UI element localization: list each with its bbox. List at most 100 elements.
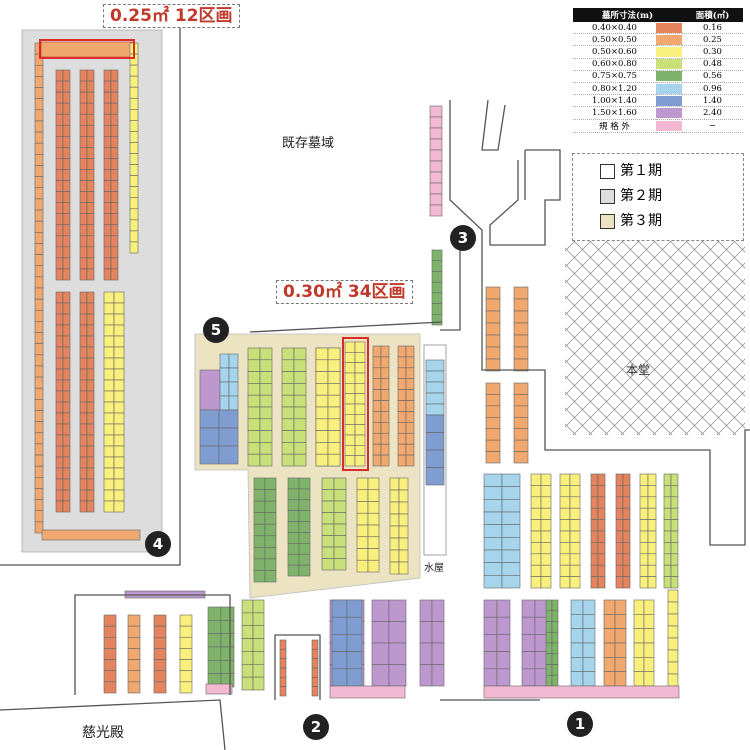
grave-plot	[247, 371, 261, 384]
grave-plot	[293, 453, 307, 467]
grave-plot	[103, 412, 115, 425]
grave-plot	[62, 412, 71, 425]
grave-plot	[62, 500, 71, 513]
legend-header-size: 墓所寸法(m)	[573, 8, 682, 22]
grave-plot	[331, 634, 348, 652]
grave-plot	[129, 164, 139, 176]
grave-plot	[367, 489, 380, 502]
grave-plot	[247, 418, 261, 431]
grave-plot	[55, 456, 64, 469]
grave-plot	[346, 599, 363, 618]
grave-plot	[110, 180, 119, 192]
grave-plot	[129, 219, 139, 232]
grave-plot	[397, 367, 407, 380]
phase-item: 第１期	[600, 162, 662, 180]
grave-plot	[513, 298, 529, 312]
grave-plot	[293, 359, 307, 372]
hatch-line	[732, 240, 745, 253]
grave-plot	[639, 542, 649, 555]
grave-plot	[501, 473, 521, 487]
legend-area: −	[681, 119, 743, 133]
hatch-line	[716, 406, 745, 435]
grave-plot	[55, 434, 64, 447]
grave-plot	[113, 478, 125, 491]
legend-size: 0.75×0.75	[573, 70, 656, 83]
grave-plot	[34, 332, 44, 344]
grave-plot	[103, 136, 112, 148]
grave-plot	[55, 302, 64, 315]
grave-plot	[331, 651, 348, 670]
grave-plot	[622, 496, 631, 509]
grave-plot	[127, 648, 141, 660]
grave-plot	[513, 451, 529, 464]
grave-plot	[264, 477, 277, 490]
grave-plot	[228, 395, 239, 411]
grave-plot	[597, 576, 606, 589]
hatch-line	[620, 310, 745, 435]
grave-plot	[321, 512, 335, 525]
grave-plot	[110, 246, 119, 259]
grave-plot	[264, 512, 277, 525]
label-main-hall: 本堂	[626, 363, 651, 377]
grave-plot	[344, 455, 356, 467]
grave-plot	[639, 564, 649, 577]
grave-plot	[327, 359, 341, 372]
grave-plot	[603, 671, 616, 687]
grave-plot	[62, 379, 71, 392]
grave-plot	[663, 530, 672, 543]
grave-plot	[113, 291, 125, 304]
grave-plot	[79, 268, 88, 281]
grave-plot	[545, 642, 553, 655]
grave-plot	[311, 686, 319, 697]
grave-plot	[34, 64, 44, 77]
grave-plot	[667, 661, 679, 675]
grave-plot	[597, 485, 606, 498]
hatch-line	[652, 342, 745, 435]
grave-plot	[34, 387, 44, 400]
grave-plot	[86, 478, 95, 491]
grave-plot	[615, 564, 624, 577]
grave-plot	[315, 418, 329, 431]
grave-plot	[79, 357, 88, 370]
grave-plot	[62, 169, 71, 181]
grave-plot	[298, 532, 311, 544]
grave-plot	[615, 507, 624, 520]
grave-plot	[62, 213, 71, 226]
grave-plot	[483, 549, 503, 563]
legend-size: 0.50×0.60	[573, 45, 656, 59]
grave-plot	[346, 616, 363, 635]
grave-plot	[614, 614, 627, 629]
grave-plot	[333, 500, 347, 513]
grave-plot	[110, 91, 119, 104]
grave-plot	[615, 542, 624, 555]
grave-plot	[372, 389, 382, 401]
grave-plot	[389, 501, 400, 515]
hatch-line	[716, 240, 745, 269]
grave-plot	[103, 291, 115, 304]
grave-plot	[521, 668, 536, 687]
grave-plot	[129, 142, 139, 154]
grave-plot	[485, 358, 501, 372]
grave-plot	[315, 394, 329, 408]
grave-plot	[311, 658, 319, 669]
grave-plot	[153, 614, 167, 627]
grave-plot	[34, 265, 44, 278]
grave-plot	[431, 313, 443, 326]
grave-plot	[62, 302, 71, 315]
grave-plot	[103, 423, 115, 436]
grave-plot	[252, 651, 265, 665]
grave-plot	[647, 496, 657, 509]
grave-plot	[219, 367, 230, 383]
grave-plot	[103, 158, 112, 170]
grave-plot	[582, 599, 596, 615]
grave-plot	[372, 356, 382, 369]
grave-plot	[530, 507, 542, 520]
grave-plot	[521, 599, 536, 618]
grave-plot	[389, 489, 400, 503]
grave-plot	[622, 507, 631, 520]
grave-plot	[398, 525, 409, 539]
grave-plot	[380, 443, 390, 456]
grave-plot	[530, 553, 542, 566]
grave-plot	[127, 681, 141, 694]
grave-plot	[419, 664, 433, 687]
